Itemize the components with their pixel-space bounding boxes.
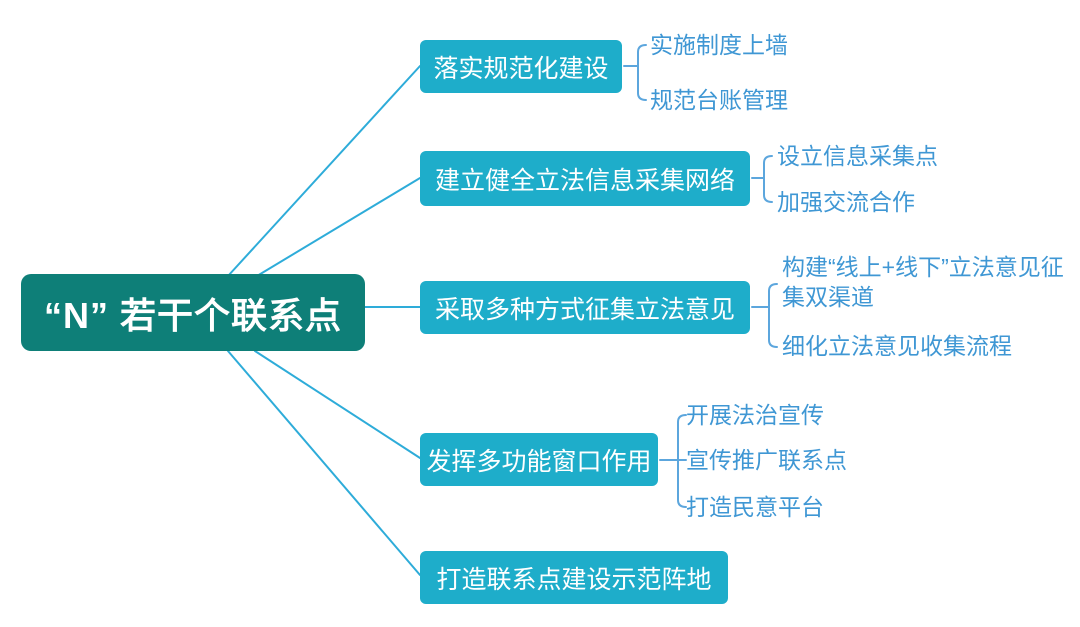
- bracket-branch-3: [751, 283, 778, 348]
- leaf-label: 细化立法意见收集流程: [782, 333, 1012, 359]
- leaf-label: 宣传推广联系点: [686, 447, 847, 473]
- leaf-label: 规范台账管理: [650, 87, 788, 113]
- bracket-branch-2: [751, 155, 773, 203]
- leaf-label: 开展法治宣传: [686, 402, 824, 428]
- leaf-label: 实施制度上墙: [650, 32, 788, 58]
- branch-leaf-brackets: [623, 44, 778, 508]
- branch-node-3-label: 采取多种方式征集立法意见: [434, 295, 735, 324]
- line-root-branch-2: [256, 177, 421, 277]
- branch-node-3: 采取多种方式征集立法意见: [420, 281, 750, 334]
- branch-node-5-label: 打造联系点建设示范阵地: [436, 565, 712, 594]
- line-root-branch-1: [227, 65, 421, 277]
- branch-node-4: 发挥多功能窗口作用: [420, 433, 658, 486]
- bracket-branch-1: [623, 44, 647, 101]
- branch-node-4-label: 发挥多功能窗口作用: [426, 447, 652, 476]
- bracket-branch-4: [659, 414, 687, 508]
- root-node: “N” 若干个联系点: [21, 274, 365, 351]
- branch-node-2-label: 建立健全立法信息采集网络: [434, 166, 735, 195]
- branch-node-5: 打造联系点建设示范阵地: [420, 551, 728, 604]
- branch-node-1: 落实规范化建设: [420, 40, 622, 93]
- root-branch-lines: [227, 65, 421, 576]
- branch-node-1-label: 落实规范化建设: [433, 54, 609, 83]
- leaf-label: 打造民意平台: [686, 494, 824, 520]
- leaf-label: 加强交流合作: [777, 189, 915, 215]
- line-root-branch-4: [254, 350, 421, 459]
- leaf-label: 构建“线上+线下”立法意见征集双渠道: [782, 254, 1064, 310]
- leaf-label: 设立信息采集点: [777, 143, 938, 169]
- branch-node-2: 建立健全立法信息采集网络: [420, 151, 750, 206]
- root-node-label: “N” 若干个联系点: [43, 294, 342, 336]
- line-root-branch-5: [227, 350, 421, 576]
